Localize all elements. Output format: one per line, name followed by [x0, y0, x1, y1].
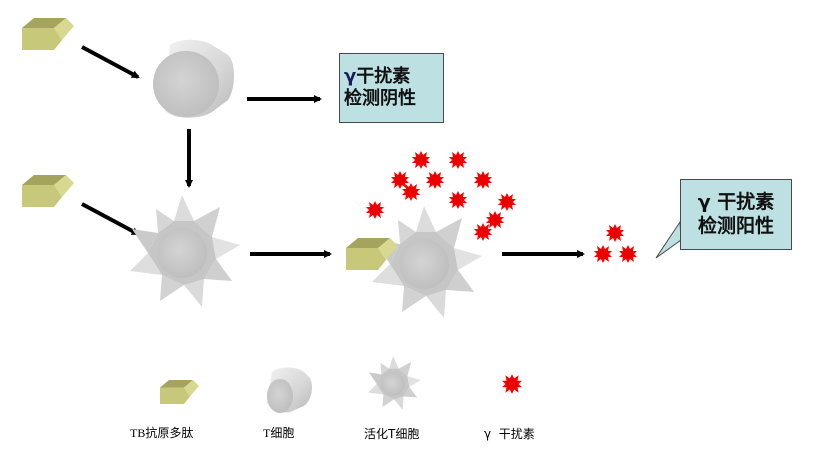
negative-line1: 干扰素: [356, 65, 411, 87]
legend-label-t-cell: T细胞: [263, 426, 295, 440]
legend-activated-t-cell-icon: [368, 356, 421, 410]
gamma-symbol: γ: [344, 65, 357, 87]
legend-t-cell-icon: [267, 367, 312, 413]
tb-antigen-peptide-icon: [22, 175, 74, 207]
activated-t-cell-icon: [372, 206, 482, 318]
interferon-cluster: [366, 151, 516, 241]
positive-result-box: γ 干扰素 检测阳性: [680, 179, 792, 250]
callout-tail: [655, 220, 682, 259]
positive-line2: 检测阳性: [697, 214, 774, 237]
interferon-group: [594, 224, 637, 263]
arrow-antigen-to-activated: [81, 202, 140, 236]
t-cell-icon: [153, 39, 234, 118]
tb-antigen-peptide-icon: [22, 18, 74, 50]
negative-result-box: γ干扰素 检测阴性: [339, 53, 444, 123]
legend-label-activated-t-cell: 活化T细胞: [364, 427, 420, 441]
activated-t-cell-icon: [130, 195, 240, 307]
arrow-antigen-to-tcell: [81, 45, 140, 79]
positive-line1: γ 干扰素: [697, 190, 775, 213]
legend-antigen-icon: [160, 380, 199, 404]
legend-label-interferon: γ 干扰素: [484, 427, 535, 441]
legend-interferon-icon: [502, 374, 522, 394]
negative-line2: 检测阴性: [344, 88, 416, 109]
legend-label-antigen: TB抗原多肽: [130, 426, 194, 440]
